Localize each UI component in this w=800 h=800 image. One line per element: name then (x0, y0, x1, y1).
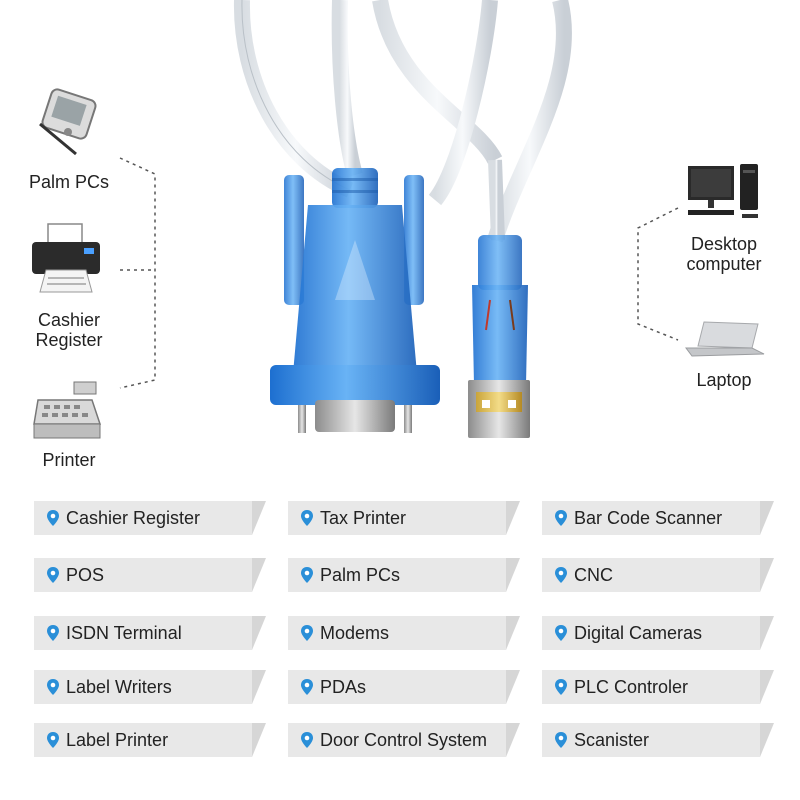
location-pin-icon (47, 625, 59, 641)
application-label: Label Printer (66, 730, 169, 750)
usb-rs232-cable-illustration (233, 0, 572, 438)
location-pin-icon (301, 625, 313, 641)
cash-register-icon (33, 381, 102, 439)
application-item: ISDN Terminal (34, 616, 266, 650)
location-pin-icon (301, 732, 313, 748)
device-label-laptop: Laptop (696, 370, 752, 390)
application-label: ISDN Terminal (66, 623, 182, 643)
right-connector-lines (637, 207, 679, 341)
location-pin-icon (47, 679, 59, 695)
device-label-desktop-computer: Desktop computer (686, 234, 762, 274)
application-item: Modems (288, 616, 520, 650)
application-item: PLC Controler (542, 670, 774, 704)
application-label: Digital Cameras (574, 623, 703, 643)
device-label-palm-pcs: Palm PCs (28, 172, 109, 192)
pda-icon (39, 88, 97, 156)
application-item: Label Printer (34, 723, 266, 757)
laptop-icon (685, 321, 765, 357)
application-item: Cashier Register (34, 501, 266, 535)
application-item: POS (34, 558, 266, 592)
application-item: Tax Printer (288, 501, 520, 535)
application-item: PDAs (288, 670, 520, 704)
desktop-computer-icon (688, 164, 758, 218)
application-item: Label Writers (34, 670, 266, 704)
application-label: PLC Controler (574, 677, 689, 697)
location-pin-icon (555, 679, 567, 695)
location-pin-icon (555, 510, 567, 526)
application-label: Cashier Register (66, 508, 201, 528)
device-label-printer: Printer (42, 450, 96, 470)
application-label: Modems (320, 623, 390, 643)
application-label: Scanister (574, 730, 650, 750)
application-item: Palm PCs (288, 558, 520, 592)
application-item: CNC (542, 558, 774, 592)
application-item: Digital Cameras (542, 616, 774, 650)
application-label: PDAs (320, 677, 367, 697)
location-pin-icon (301, 567, 313, 583)
application-label: CNC (574, 565, 613, 585)
application-label: Tax Printer (320, 508, 407, 528)
location-pin-icon (47, 732, 59, 748)
application-label: Bar Code Scanner (574, 508, 723, 528)
application-item: Scanister (542, 723, 774, 757)
location-pin-icon (47, 567, 59, 583)
printer-icon (32, 223, 100, 293)
application-label: POS (66, 565, 105, 585)
location-pin-icon (555, 567, 567, 583)
application-item: Bar Code Scanner (542, 501, 774, 535)
location-pin-icon (301, 679, 313, 695)
application-label: Palm PCs (320, 565, 401, 585)
location-pin-icon (301, 510, 313, 526)
location-pin-icon (47, 510, 59, 526)
device-label-cashier-register: Cashier Register (35, 310, 103, 350)
application-item: Door Control System (288, 723, 520, 757)
application-label: Door Control System (320, 730, 488, 750)
location-pin-icon (555, 732, 567, 748)
application-label: Label Writers (66, 677, 172, 697)
location-pin-icon (555, 625, 567, 641)
left-connector-lines (119, 157, 156, 389)
